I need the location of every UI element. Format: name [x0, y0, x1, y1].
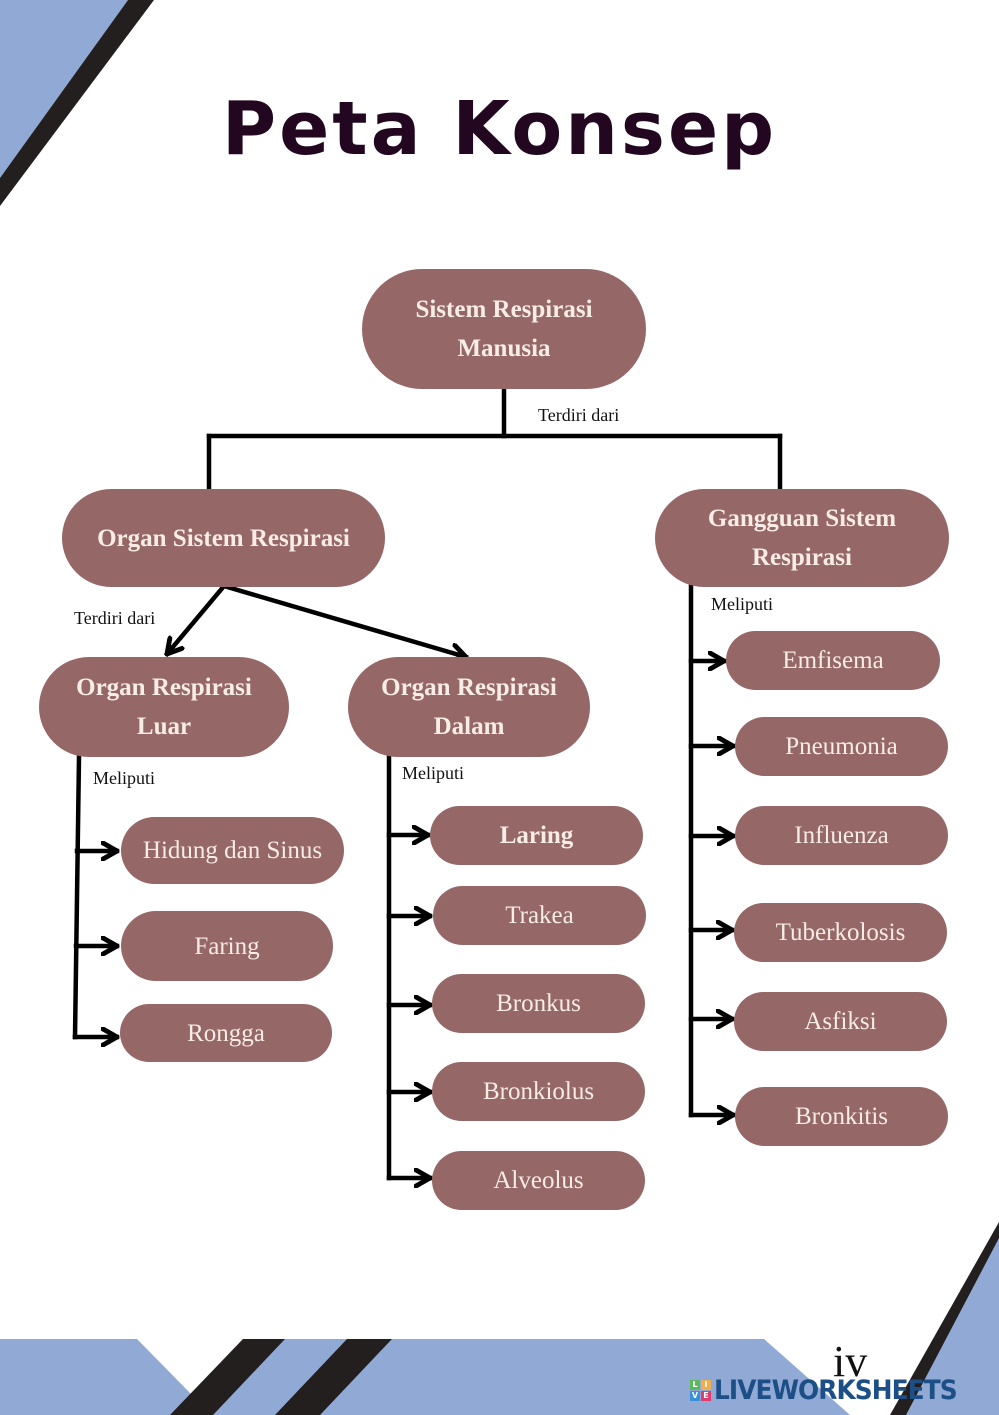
relation-label-organ: Terdiri dari	[74, 608, 156, 628]
node-organ-respirasi-luar: Organ Respirasi Luar	[39, 657, 289, 757]
node-gangguan-sistem-respirasi: Gangguan Sistem Respirasi	[655, 489, 949, 587]
node-line: Organ Respirasi	[76, 674, 252, 701]
node-label: Emfisema	[782, 647, 884, 674]
corner-stripe-top-left	[0, 0, 154, 206]
node-line: Manusia	[457, 335, 551, 362]
relation-label-root: Terdiri dari	[538, 405, 620, 425]
bottom-stripe-2	[275, 1339, 392, 1415]
node-faring: Faring	[121, 911, 333, 981]
node-label: Hidung dan Sinus	[142, 837, 323, 864]
liveworksheets-watermark: L I V E LIVEWORKSHEETS	[690, 1374, 978, 1406]
node-label: Influenza	[794, 822, 889, 849]
node-line: Gangguan Sistem	[707, 505, 897, 532]
node-emfisema: Emfisema	[726, 631, 940, 690]
node-pneumonia: Pneumonia	[735, 717, 948, 776]
bottom-blue-band-main	[0, 1395, 206, 1415]
node-label: Alveolus	[493, 1167, 584, 1194]
node-organ-respirasi-dalam: Organ Respirasi Dalam	[348, 657, 590, 757]
node-alveolus: Alveolus	[432, 1151, 645, 1210]
node-line: Sistem Respirasi	[415, 296, 593, 323]
node-label: Pneumonia	[785, 733, 898, 760]
relation-label-gangguan: Meliputi	[711, 594, 773, 614]
node-label: Tuberkolosis	[775, 919, 906, 946]
node-trakea: Trakea	[433, 886, 646, 945]
node-laring: Laring	[430, 806, 643, 865]
node-label: Bronkiolus	[482, 1078, 595, 1105]
node-line: Luar	[136, 713, 192, 740]
logo-letter: V	[690, 1390, 700, 1401]
node-label: Asfiksi	[804, 1008, 877, 1035]
liveworksheets-logo-icon: L I V E	[690, 1379, 711, 1401]
node-label: Rongga	[187, 1019, 265, 1047]
logo-letter: L	[690, 1379, 700, 1390]
bottom-blue-band	[0, 1339, 192, 1395]
watermark-brand-text: LIVEWORKSHEETS	[714, 1374, 958, 1406]
node-bronkiolus: Bronkiolus	[432, 1062, 645, 1121]
node-rongga: Rongga	[120, 1004, 332, 1062]
bottom-stripe-1	[170, 1339, 285, 1415]
node-line: Dalam	[433, 713, 505, 740]
watermark-overlay-text: iv	[833, 1337, 868, 1386]
node-label: Bronkus	[496, 990, 581, 1017]
node-bronkus: Bronkus	[432, 974, 645, 1033]
node-asfiksi: Asfiksi	[734, 992, 947, 1051]
node-hidung-dan-sinus: Hidung dan Sinus	[121, 817, 344, 884]
relation-label-luar: Meliputi	[93, 768, 155, 788]
logo-letter: I	[701, 1379, 711, 1390]
node-label: Bronkitis	[794, 1103, 889, 1130]
logo-letter: E	[701, 1390, 711, 1401]
node-label: Faring	[194, 932, 260, 960]
node-sistem-respirasi-manusia: Sistem Respirasi Manusia	[362, 269, 646, 389]
node-organ-sistem-respirasi: Organ Sistem Respirasi	[62, 489, 385, 587]
node-label: Laring	[499, 822, 574, 849]
page-title: Peta Konsep	[221, 86, 778, 172]
node-influenza: Influenza	[735, 806, 948, 865]
node-tuberkolosis: Tuberkolosis	[734, 903, 947, 962]
node-line: Organ Respirasi	[381, 674, 557, 701]
relation-label-dalam: Meliputi	[402, 763, 464, 783]
node-label: Organ Sistem Respirasi	[97, 524, 350, 552]
node-bronkitis: Bronkitis	[735, 1087, 948, 1146]
node-line: Respirasi	[751, 544, 852, 571]
node-label: Trakea	[505, 902, 574, 929]
corner-stripe-bottom-right	[890, 1222, 999, 1415]
